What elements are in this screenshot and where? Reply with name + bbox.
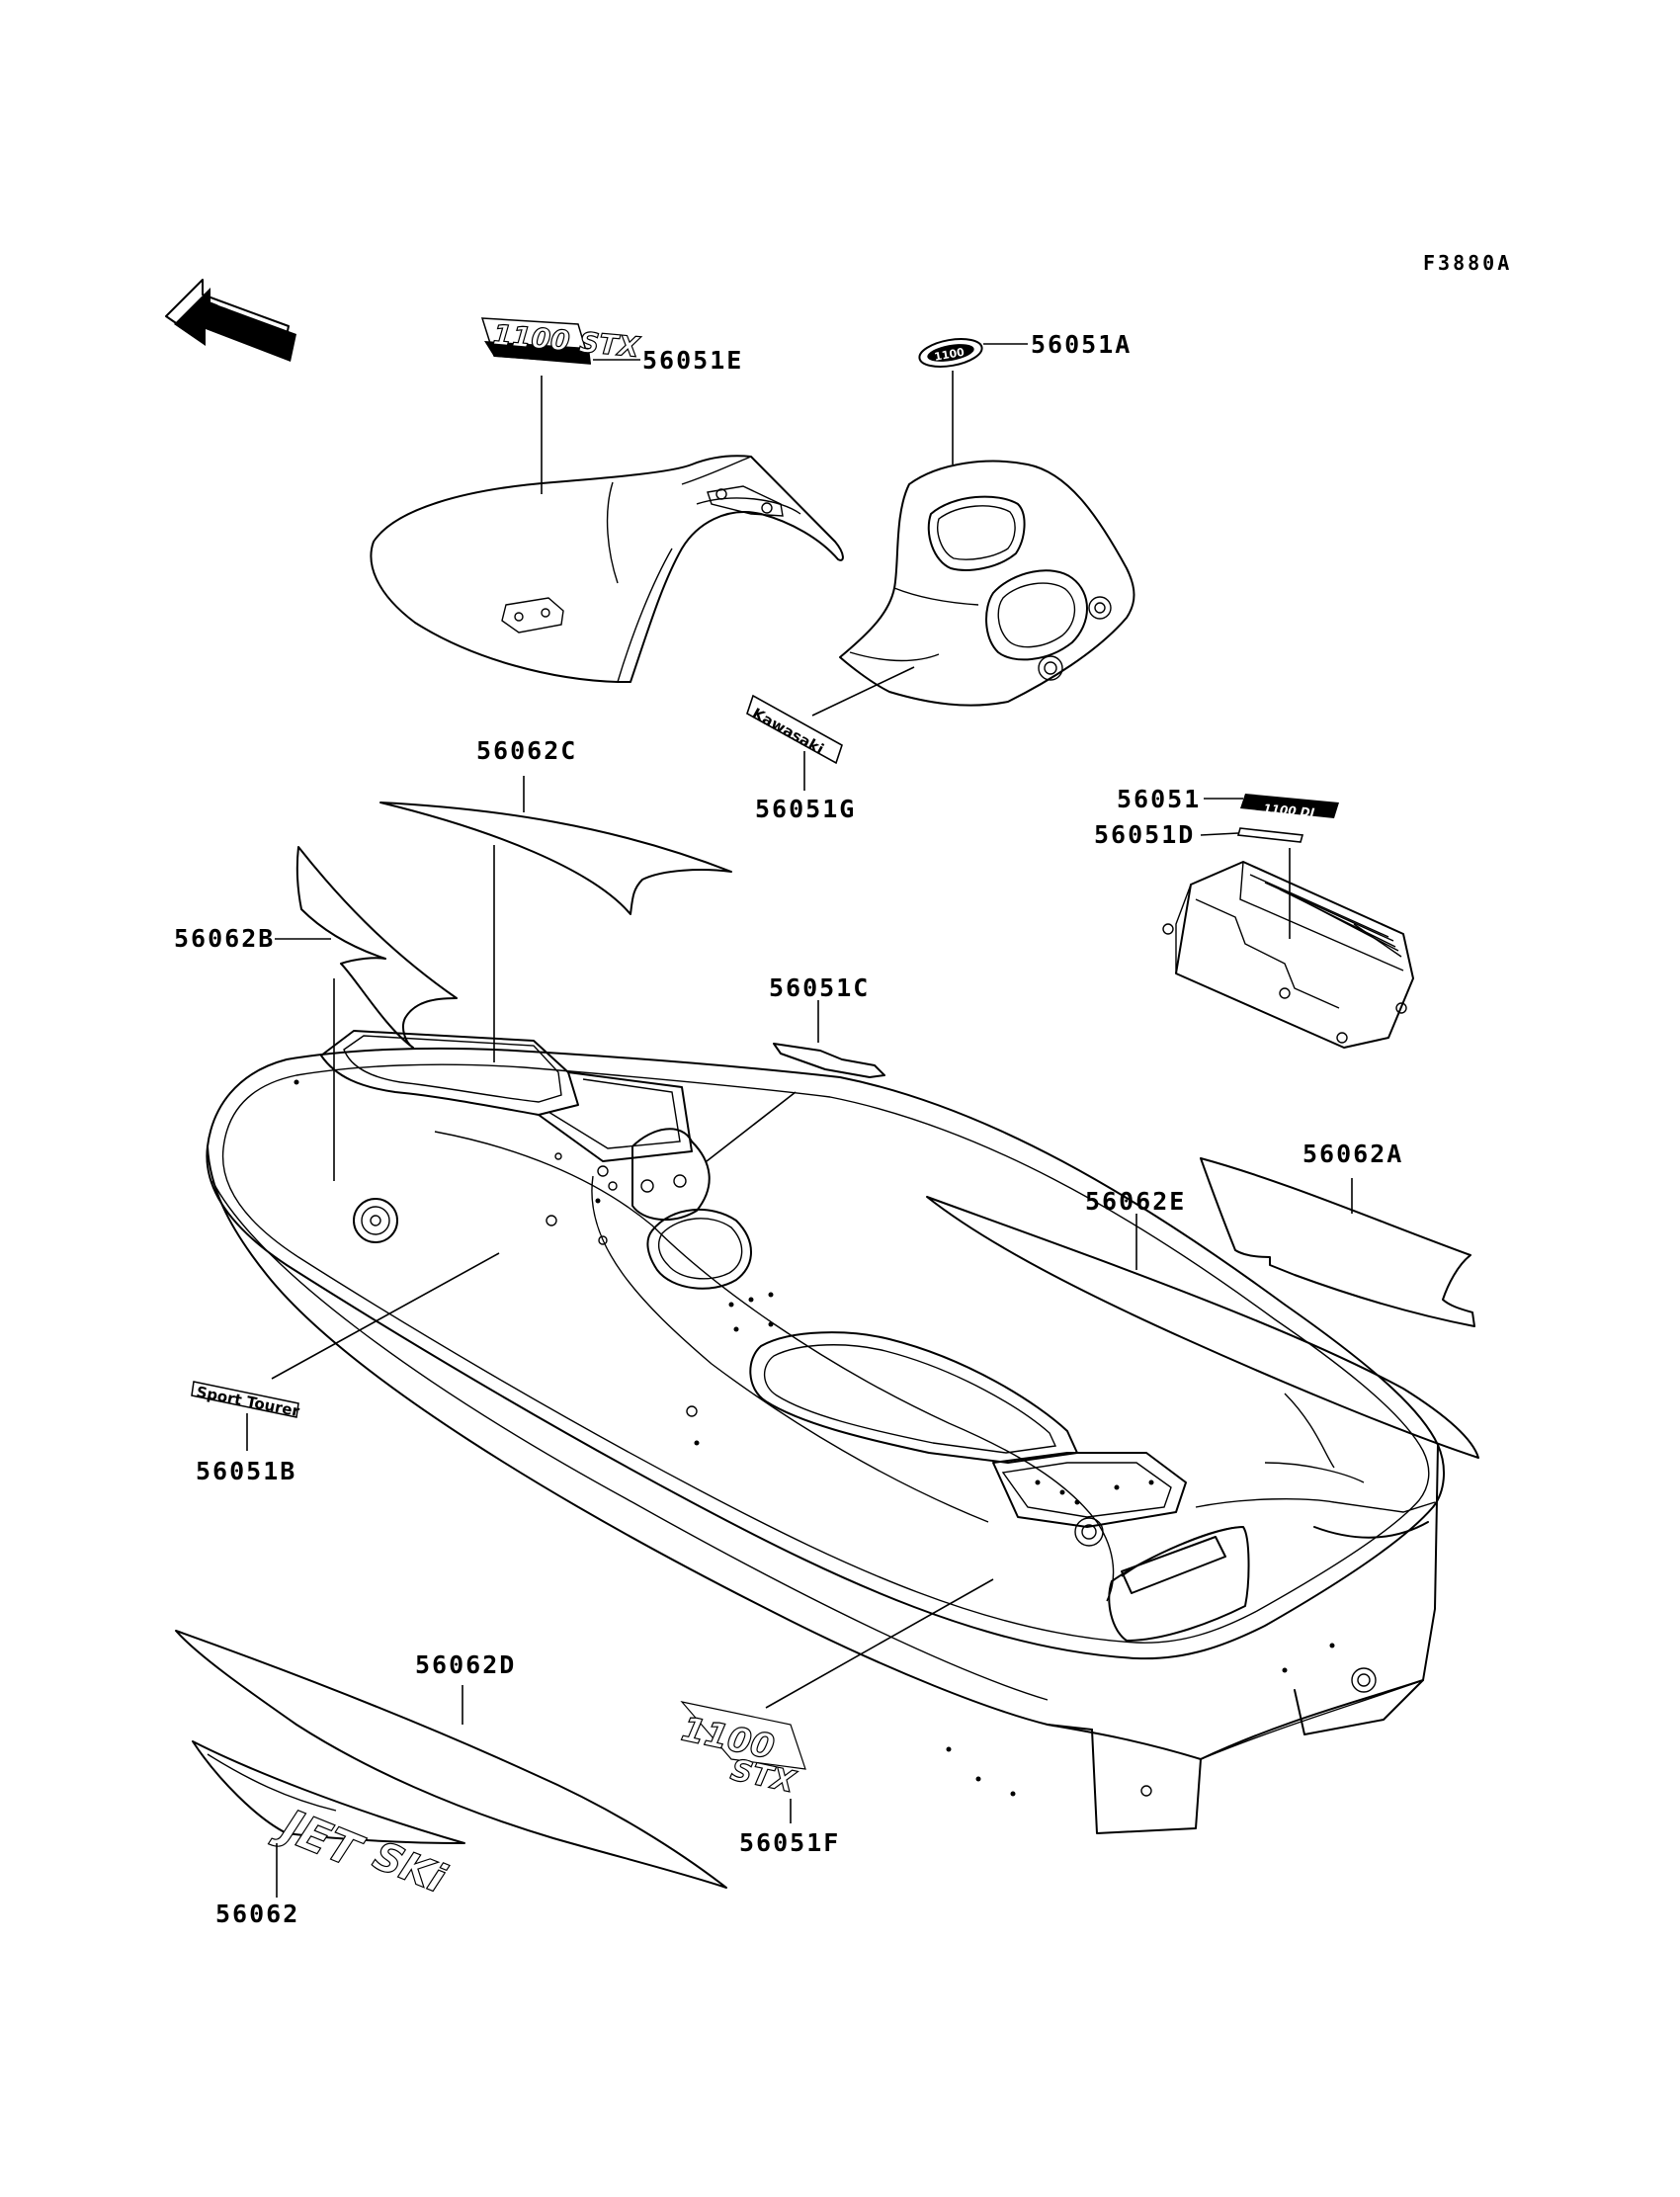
stripe-56062B	[295, 846, 458, 1049]
stripe-56062D	[175, 1630, 727, 1889]
seat-logo-decal: 1100 STX	[480, 317, 642, 365]
callout-56062C: 56062C	[476, 736, 577, 765]
callout-56051E: 56051E	[642, 346, 743, 375]
callout-56062D: 56062D	[415, 1650, 516, 1679]
hood-badge-decal: 1100	[918, 338, 983, 368]
stripe-56062A	[1200, 1157, 1475, 1327]
engine-badge-decal: 1100 DI	[1240, 794, 1339, 820]
callout-56051C: 56051C	[769, 973, 870, 1002]
strip-decal	[1236, 827, 1304, 843]
callout-56051: 56051	[1117, 785, 1201, 813]
hood-badge-text: 1100	[933, 346, 966, 364]
decal-56051C	[773, 1043, 885, 1078]
engine-cover-part	[1162, 861, 1414, 1049]
stripe-56062C	[379, 802, 732, 915]
side-logo-decal: 1100 STX	[678, 1701, 806, 1801]
callout-56062: 56062	[215, 1900, 299, 1928]
callout-56062B: 56062B	[174, 924, 275, 953]
callout-56062A: 56062A	[1302, 1140, 1403, 1168]
callout-56051F: 56051F	[739, 1828, 840, 1857]
front-arrow-icon: FRONT	[165, 279, 296, 362]
kawasaki-decal: Kawasaki	[746, 694, 843, 765]
sport-tourer-text: Sport Tourer	[195, 1383, 301, 1420]
callout-56051B: 56051B	[196, 1457, 296, 1485]
figure-code: F3880A	[1423, 251, 1512, 275]
jetski-decal: JET SKi	[192, 1740, 465, 1903]
callout-56051G: 56051G	[755, 795, 856, 823]
callout-56051D: 56051D	[1094, 820, 1195, 849]
stripe-56062E	[926, 1196, 1479, 1459]
engine-badge-text: 1100 DI	[1263, 802, 1316, 820]
callout-56051A: 56051A	[1031, 330, 1132, 359]
hood-part	[839, 460, 1135, 707]
hull-part	[206, 1030, 1445, 1834]
seat-part	[370, 455, 844, 683]
callout-56062E: 56062E	[1085, 1187, 1186, 1216]
